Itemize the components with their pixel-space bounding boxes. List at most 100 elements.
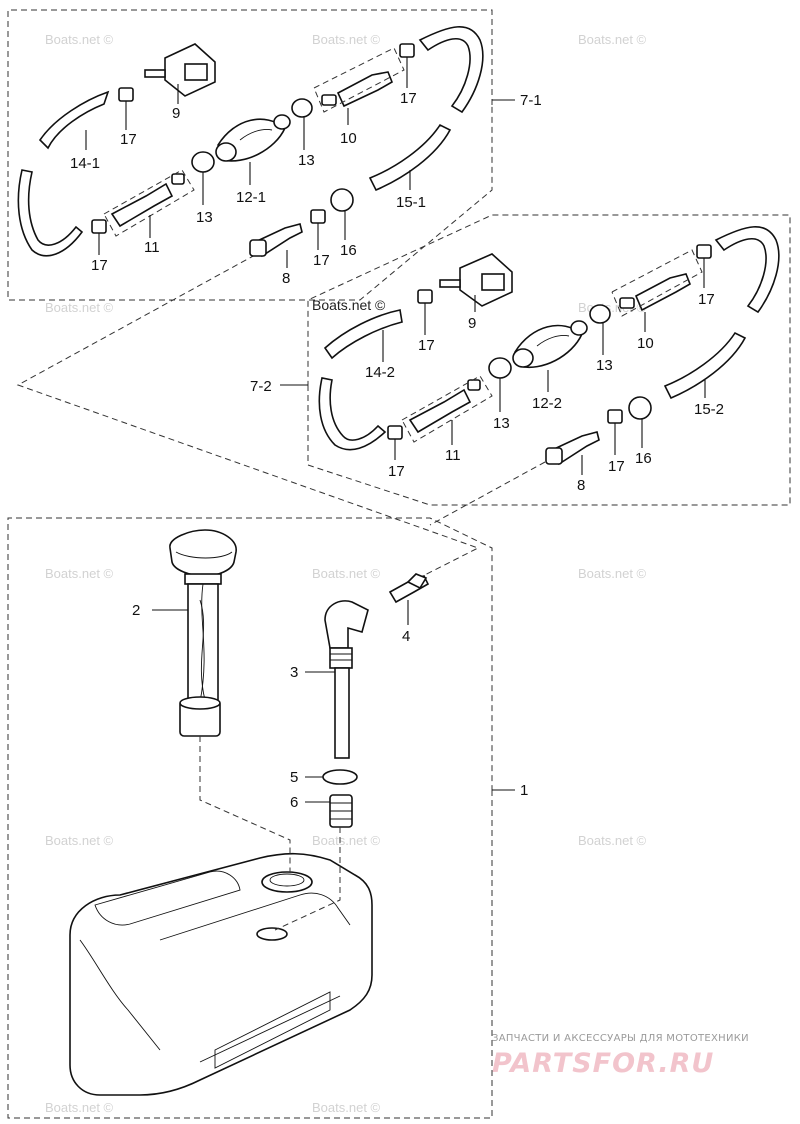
connector-9-mid <box>439 253 513 307</box>
callout-17-mid-a: 17 <box>418 337 435 354</box>
boundary-1 <box>7 517 493 1119</box>
hose-14-2-upper <box>323 309 403 360</box>
fitting-8-a <box>249 223 303 258</box>
watermark-text: Boats.net © <box>312 32 381 47</box>
hose-15-1 <box>368 123 452 192</box>
callout-11-mid: 11 <box>445 447 461 464</box>
valve-10-top <box>313 47 405 113</box>
boundary-7-2 <box>307 214 791 506</box>
callout-17-top-c: 17 <box>400 90 417 107</box>
nut-17-g <box>696 244 712 259</box>
hose-assembly-7-2 <box>280 226 780 475</box>
fitting-4 <box>388 573 430 604</box>
fuel-tank <box>69 852 373 1096</box>
nut-17-c <box>399 43 415 58</box>
callout-1: 1 <box>520 782 528 799</box>
hose-14-1-lower <box>17 169 84 257</box>
hose-15-2 <box>663 331 747 400</box>
fuel-pickup-3 <box>324 600 369 759</box>
watermark-text: Boats.net © <box>45 1100 114 1115</box>
fuel-tank-assembly <box>69 529 515 1096</box>
callout-13-mid-a: 13 <box>493 415 510 432</box>
callout-16-top: 16 <box>340 242 357 259</box>
callout-17-mid-b: 17 <box>388 463 405 480</box>
nut-17-d <box>310 209 326 224</box>
watermark-text: Boats.net © <box>45 833 114 848</box>
nut-17-h <box>607 409 623 424</box>
watermark-text: Boats.net © <box>312 1100 381 1115</box>
fuel-gauge-2 <box>169 529 237 737</box>
primer-bulb-12-1 <box>215 114 291 162</box>
collar-13-b <box>291 98 313 118</box>
valve-11-top <box>103 169 195 237</box>
callout-13-top-b: 13 <box>298 152 315 169</box>
callout-17-top-d: 17 <box>313 252 330 269</box>
hose-14-1-upper <box>38 90 110 150</box>
callout-11-top: 11 <box>144 239 160 256</box>
watermark-text: Boats.net © <box>45 300 114 315</box>
promo-watermark: ЗАПЧАСТИ И АКСЕССУАРЫ ДЛЯ МОТОТЕХНИКИ PA… <box>492 1033 749 1079</box>
callout-6: 6 <box>290 794 298 811</box>
collar-16-b <box>628 396 652 420</box>
gauge-mount-line <box>199 736 291 872</box>
hose-connection-line <box>16 254 480 586</box>
callout-4: 4 <box>402 628 410 645</box>
watermark-text: Boats.net © <box>578 300 647 315</box>
callout-17-mid-d: 17 <box>608 458 625 475</box>
callout-13-mid-b: 13 <box>596 357 613 374</box>
callout-14-2: 14-2 <box>365 364 395 381</box>
nut-17-a <box>118 87 134 102</box>
callout-15-2: 15-2 <box>694 401 724 418</box>
callout-16-mid: 16 <box>635 450 652 467</box>
callout-12-2: 12-2 <box>532 395 562 412</box>
promo-logo: PARTSFOR.RU <box>492 1048 714 1079</box>
callout-17-top-a: 17 <box>120 131 137 148</box>
pickup-mount-line <box>274 827 341 931</box>
callout-8-mid: 8 <box>577 477 585 494</box>
watermark-text: Boats.net © <box>578 833 647 848</box>
boundary-7-1 <box>7 9 493 301</box>
nut-17-e <box>417 289 433 304</box>
callouts: 9 17 14-1 17 11 13 12-1 13 10 17 7-1 15-… <box>70 90 724 811</box>
callout-17-mid-c: 17 <box>698 291 715 308</box>
primer-bulb-12-2 <box>512 320 588 368</box>
callout-10-mid: 10 <box>637 335 654 352</box>
watermark-text-bold: Boats.net © <box>312 297 386 313</box>
callout-15-1: 15-1 <box>396 194 426 211</box>
callout-2: 2 <box>132 602 140 619</box>
watermark-text: Boats.net © <box>312 833 381 848</box>
group-boundaries <box>7 9 791 1119</box>
watermark-text: Boats.net © <box>578 566 647 581</box>
hose-15-2-upper <box>714 226 780 314</box>
callout-10-top: 10 <box>340 130 357 147</box>
callout-7-1: 7-1 <box>520 92 542 109</box>
fitting-8-b <box>545 431 600 466</box>
collar-13-c <box>488 357 512 379</box>
callout-14-1: 14-1 <box>70 155 100 172</box>
filter-6 <box>329 794 353 828</box>
hose-assembly-7-1 <box>17 26 515 268</box>
callout-9-top: 9 <box>172 105 180 122</box>
watermark-text: Boats.net © <box>45 566 114 581</box>
callout-17-top-b: 17 <box>91 257 108 274</box>
nut-17-f <box>387 425 403 440</box>
hose-connection-line-2 <box>429 461 546 526</box>
watermark-text: Boats.net © <box>578 32 647 47</box>
watermark-text: Boats.net © <box>45 32 114 47</box>
watermark-text: Boats.net © <box>312 566 381 581</box>
o-ring-5 <box>322 769 358 785</box>
callout-8-top: 8 <box>282 270 290 287</box>
collar-13-a <box>191 151 215 173</box>
nut-17-b <box>91 219 107 234</box>
callout-13-top-a: 13 <box>196 209 213 226</box>
valve-11-mid <box>401 375 493 443</box>
watermarks: Boats.net © Boats.net © Boats.net © Boat… <box>45 32 647 1115</box>
hose-15-1-upper <box>418 26 484 114</box>
callout-9-mid: 9 <box>468 315 476 332</box>
collar-16-a <box>330 188 354 212</box>
connector-9-top <box>144 43 216 97</box>
callout-12-1: 12-1 <box>236 189 266 206</box>
promo-tagline: ЗАПЧАСТИ И АКСЕССУАРЫ ДЛЯ МОТОТЕХНИКИ <box>492 1033 749 1044</box>
collar-13-d <box>589 304 611 324</box>
